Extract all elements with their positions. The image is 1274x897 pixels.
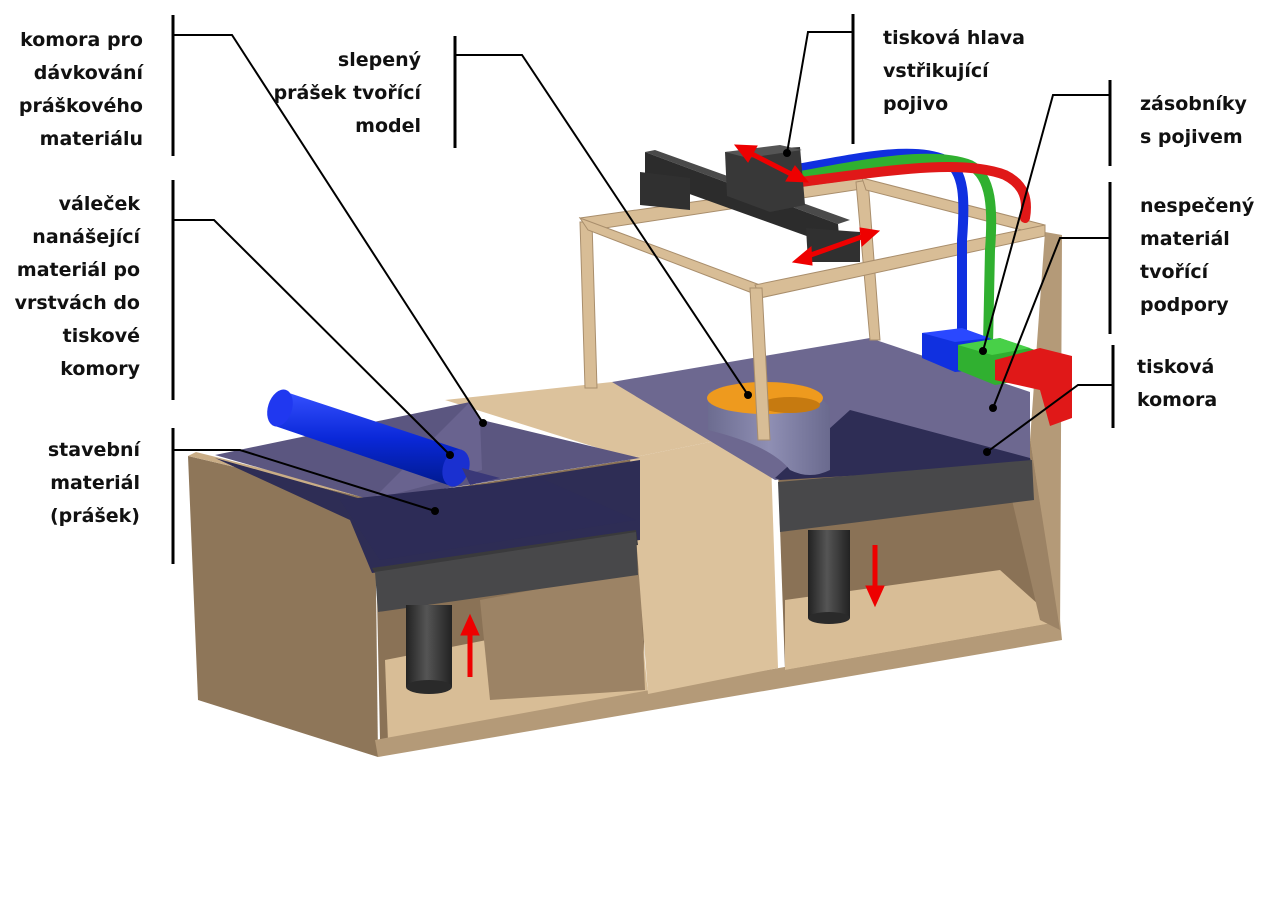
dot-unsintered	[989, 404, 997, 412]
base-front-strip	[375, 620, 1062, 757]
arrow-print-head-y	[791, 227, 881, 266]
frame-back-left-post	[579, 221, 598, 389]
label-build-material: stavební materiál (prášek)	[47, 439, 140, 527]
left-compartment-side	[480, 570, 645, 700]
leader-bound-powder	[455, 54, 749, 396]
dot-roller	[446, 451, 454, 459]
dot-build-material	[431, 507, 439, 515]
print-head-carriage	[725, 147, 805, 212]
dosing-powder-surface	[340, 478, 636, 560]
dot-print-chamber	[983, 448, 991, 456]
dot-dosing-chamber	[479, 419, 487, 427]
central-pillar-front	[630, 430, 778, 694]
right-outer-wall	[1030, 232, 1062, 640]
print-piston	[808, 530, 850, 618]
reservoir-blue-top	[922, 328, 990, 342]
dot-binder-reservoirs	[979, 347, 987, 355]
roller	[267, 389, 500, 487]
roller-left-end	[267, 389, 293, 427]
callout-bars	[171, 14, 1115, 564]
printed-model-top-inner	[760, 397, 820, 413]
leader-lines	[173, 31, 1113, 512]
leader-print-chamber	[986, 384, 1113, 453]
leader-unsintered	[992, 237, 1110, 409]
print-head-left-block	[640, 172, 690, 210]
arrow-print-down	[865, 545, 885, 608]
central-pillar-top	[445, 382, 770, 458]
frame-front-left-post	[749, 287, 771, 441]
reservoir-red	[995, 348, 1072, 426]
label-print-head: tisková hlava vstřikující pojivo	[883, 27, 1025, 115]
left-wall	[188, 456, 378, 757]
dosing-platform-top	[372, 530, 638, 573]
leader-print-head	[786, 31, 853, 154]
dot-print-head	[783, 149, 791, 157]
label-binder-reservoirs: zásobníky s pojivem	[1140, 93, 1247, 148]
right-compartment-floor	[785, 570, 1058, 670]
label-print-chamber: tisková komora	[1137, 356, 1218, 411]
dosing-piston	[406, 605, 452, 687]
print-piston-base	[808, 612, 850, 624]
label-unsintered-support: nespečený materiál tvořící podpory	[1140, 195, 1255, 316]
leader-build-material	[173, 449, 436, 512]
label-bound-powder: slepený prášek tvořící model	[273, 49, 421, 137]
leader-dots	[431, 149, 997, 515]
leader-dosing-chamber	[173, 34, 484, 424]
arrow-dosing-up	[460, 613, 480, 677]
print-chamber	[612, 338, 1034, 624]
leader-roller	[173, 219, 451, 456]
motion-arrows	[460, 144, 885, 677]
dosing-piston-base	[406, 680, 452, 694]
dosing-platform	[375, 532, 638, 612]
arrow-print-head-x	[733, 144, 810, 183]
roller-body	[272, 392, 463, 485]
label-roller: váleček nanášející materiál po vrstvách …	[14, 193, 140, 380]
dot-bound-powder	[744, 391, 752, 399]
reservoir-green-top	[958, 338, 1030, 355]
label-dosing-chamber: komora pro dávkování práškového materiál…	[18, 29, 143, 150]
leader-binder-reservoirs	[982, 94, 1110, 352]
print-powder-surface	[775, 410, 1032, 480]
frame-left-bar	[578, 216, 761, 297]
roller-shadow	[462, 468, 500, 485]
print-platform	[778, 460, 1034, 532]
